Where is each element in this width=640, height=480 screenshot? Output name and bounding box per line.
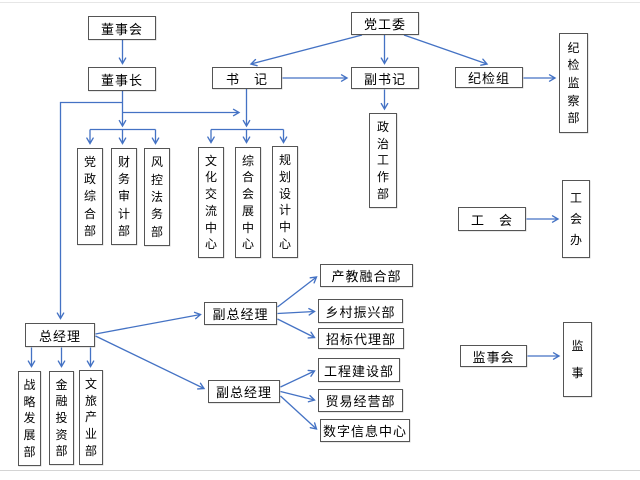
- node-deputy-general-manager-2: 副总经理: [208, 380, 280, 403]
- node-bidding-agency-dept: 招标代理部: [318, 328, 404, 349]
- node-board-of-supervisors: 监事会: [460, 345, 527, 367]
- node-engineering-construction-dept: 工程建设部: [318, 358, 400, 382]
- node-deputy-secretary: 副书记: [351, 67, 419, 89]
- node-board-of-directors: 董事会: [88, 16, 156, 40]
- node-party-admin-general-dept: 党政综合部: [77, 148, 103, 245]
- node-finance-investment-dept: 金融投资部: [49, 371, 74, 465]
- node-planning-design-center: 规划设计中心: [272, 146, 298, 258]
- gridline-bottom: [0, 470, 640, 471]
- node-finance-audit-dept: 财务审计部: [111, 148, 137, 245]
- node-risk-control-legal-dept: 风控法务部: [144, 148, 170, 246]
- node-political-work-dept: 政治工作部: [369, 113, 397, 208]
- node-deputy-general-manager-1: 副总经理: [204, 302, 277, 325]
- node-culture-exchange-center: 文化交流中心: [198, 147, 224, 258]
- node-labor-union: 工 会: [458, 207, 526, 231]
- node-strategy-development-dept: 战略发展部: [18, 371, 41, 466]
- gridline-top: [0, 2, 640, 3]
- node-digital-information-center: 数字信息中心: [320, 419, 410, 442]
- node-supervisor: 监事: [563, 322, 592, 397]
- node-general-exhibition-center: 综合会展中心: [235, 147, 261, 258]
- node-chairman: 董事长: [88, 67, 156, 91]
- node-culture-tourism-industry-dept: 文旅产业部: [79, 370, 103, 465]
- node-discipline-inspection-group: 纪检组: [455, 67, 523, 88]
- node-general-manager: 总经理: [25, 323, 95, 347]
- node-party-working-committee: 党工委: [351, 12, 419, 35]
- node-discipline-inspection-supervision-dept: 纪检监察部: [559, 33, 588, 133]
- node-trade-operation-dept: 贸易经营部: [318, 389, 403, 412]
- node-industry-education-integration-dept: 产教融合部: [320, 264, 413, 287]
- node-labor-union-office: 工会办: [562, 180, 590, 258]
- node-rural-revitalization-dept: 乡村振兴部: [318, 299, 403, 323]
- node-secretary: 书 记: [212, 67, 282, 89]
